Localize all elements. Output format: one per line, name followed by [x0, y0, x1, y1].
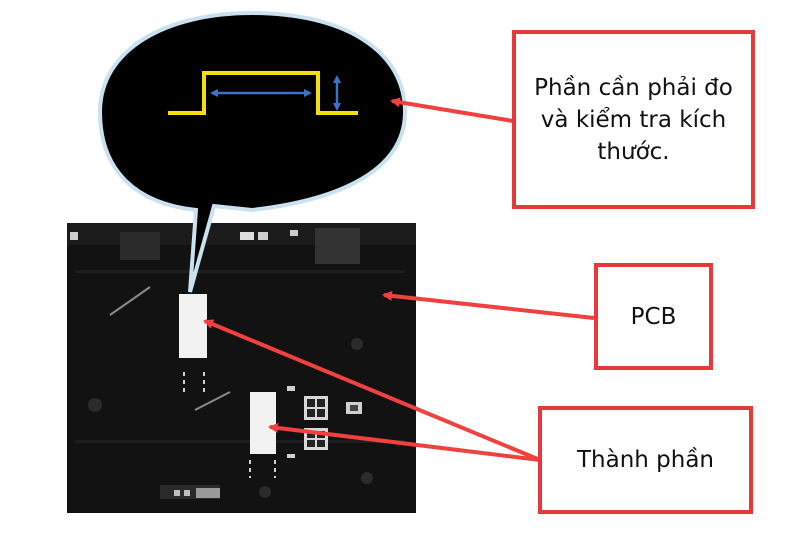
- component-upper: [179, 294, 207, 358]
- arrow-to-bubble: [392, 101, 513, 121]
- callout-component-label: Thành phần: [538, 406, 753, 514]
- callout-pcb-label: PCB: [594, 263, 713, 370]
- component-label-text: Thành phần: [577, 447, 714, 473]
- pcb-label-text: PCB: [631, 304, 677, 330]
- component-lower: [250, 392, 276, 454]
- pcb-board: [67, 223, 416, 513]
- measure-label-text: Phần cần phải đo và kiểm tra kích thước.: [526, 72, 741, 168]
- callout-measure-label: Phần cần phải đo và kiểm tra kích thước.: [512, 30, 755, 209]
